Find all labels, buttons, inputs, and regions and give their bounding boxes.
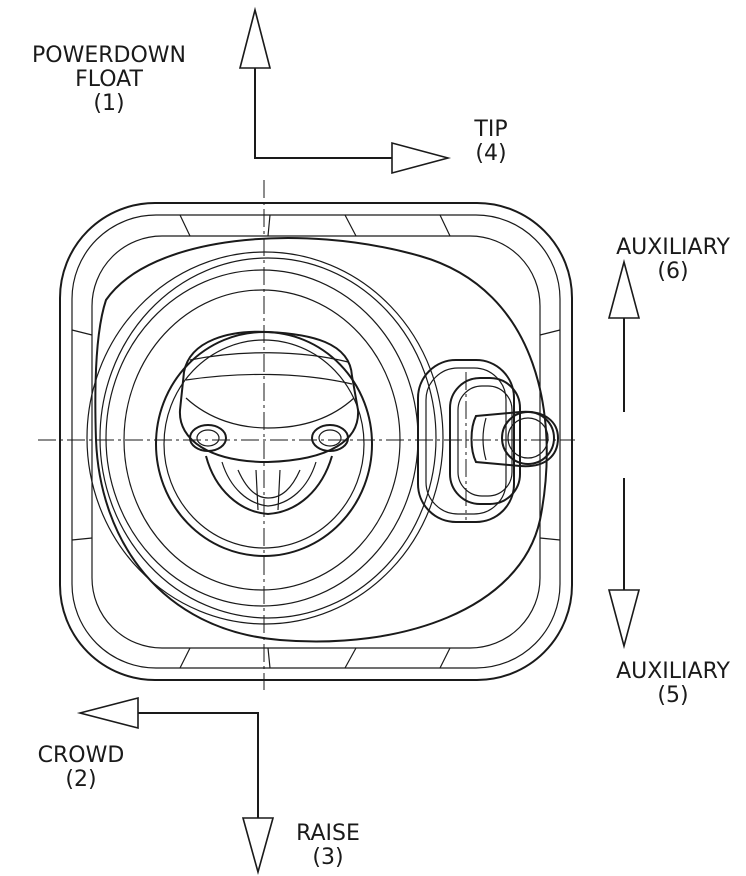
label-powerdown-number: (1) bbox=[93, 91, 125, 116]
label-auxiliary-5-text: AUXILIARY bbox=[616, 659, 730, 684]
auxiliary-5-arrow bbox=[607, 478, 641, 650]
main-joystick-handle bbox=[178, 330, 360, 516]
label-auxiliary-5: AUXILIARY (5) bbox=[600, 660, 746, 708]
label-raise-text: RAISE bbox=[296, 821, 360, 846]
label-tip-number: (4) bbox=[475, 141, 507, 166]
center-lines bbox=[38, 180, 575, 690]
label-auxiliary-6: AUXILIARY (6) bbox=[600, 236, 746, 284]
auxiliary-roller-switch bbox=[417, 359, 560, 523]
label-raise: RAISE (3) bbox=[288, 822, 368, 870]
label-crowd-number: (2) bbox=[65, 767, 97, 792]
tip-arrow bbox=[391, 141, 452, 175]
crowd-arrow bbox=[76, 696, 259, 818]
label-powerdown-float: POWERDOWN FLOAT (1) bbox=[6, 44, 212, 116]
label-powerdown-line1: POWERDOWN bbox=[32, 43, 186, 68]
base-housing bbox=[59, 202, 573, 681]
label-auxiliary-5-number: (5) bbox=[657, 683, 689, 708]
powerdown-float-arrow bbox=[238, 6, 420, 159]
label-auxiliary-6-number: (6) bbox=[657, 259, 689, 284]
label-tip-text: TIP bbox=[474, 117, 508, 142]
label-tip: TIP (4) bbox=[456, 118, 526, 166]
label-crowd: CROWD (2) bbox=[26, 744, 136, 792]
raise-arrow bbox=[241, 817, 275, 875]
label-powerdown-line2: FLOAT bbox=[75, 67, 143, 92]
label-crowd-text: CROWD bbox=[37, 743, 125, 768]
label-auxiliary-6-text: AUXILIARY bbox=[616, 235, 730, 260]
auxiliary-6-arrow bbox=[607, 258, 641, 412]
label-raise-number: (3) bbox=[312, 845, 344, 870]
